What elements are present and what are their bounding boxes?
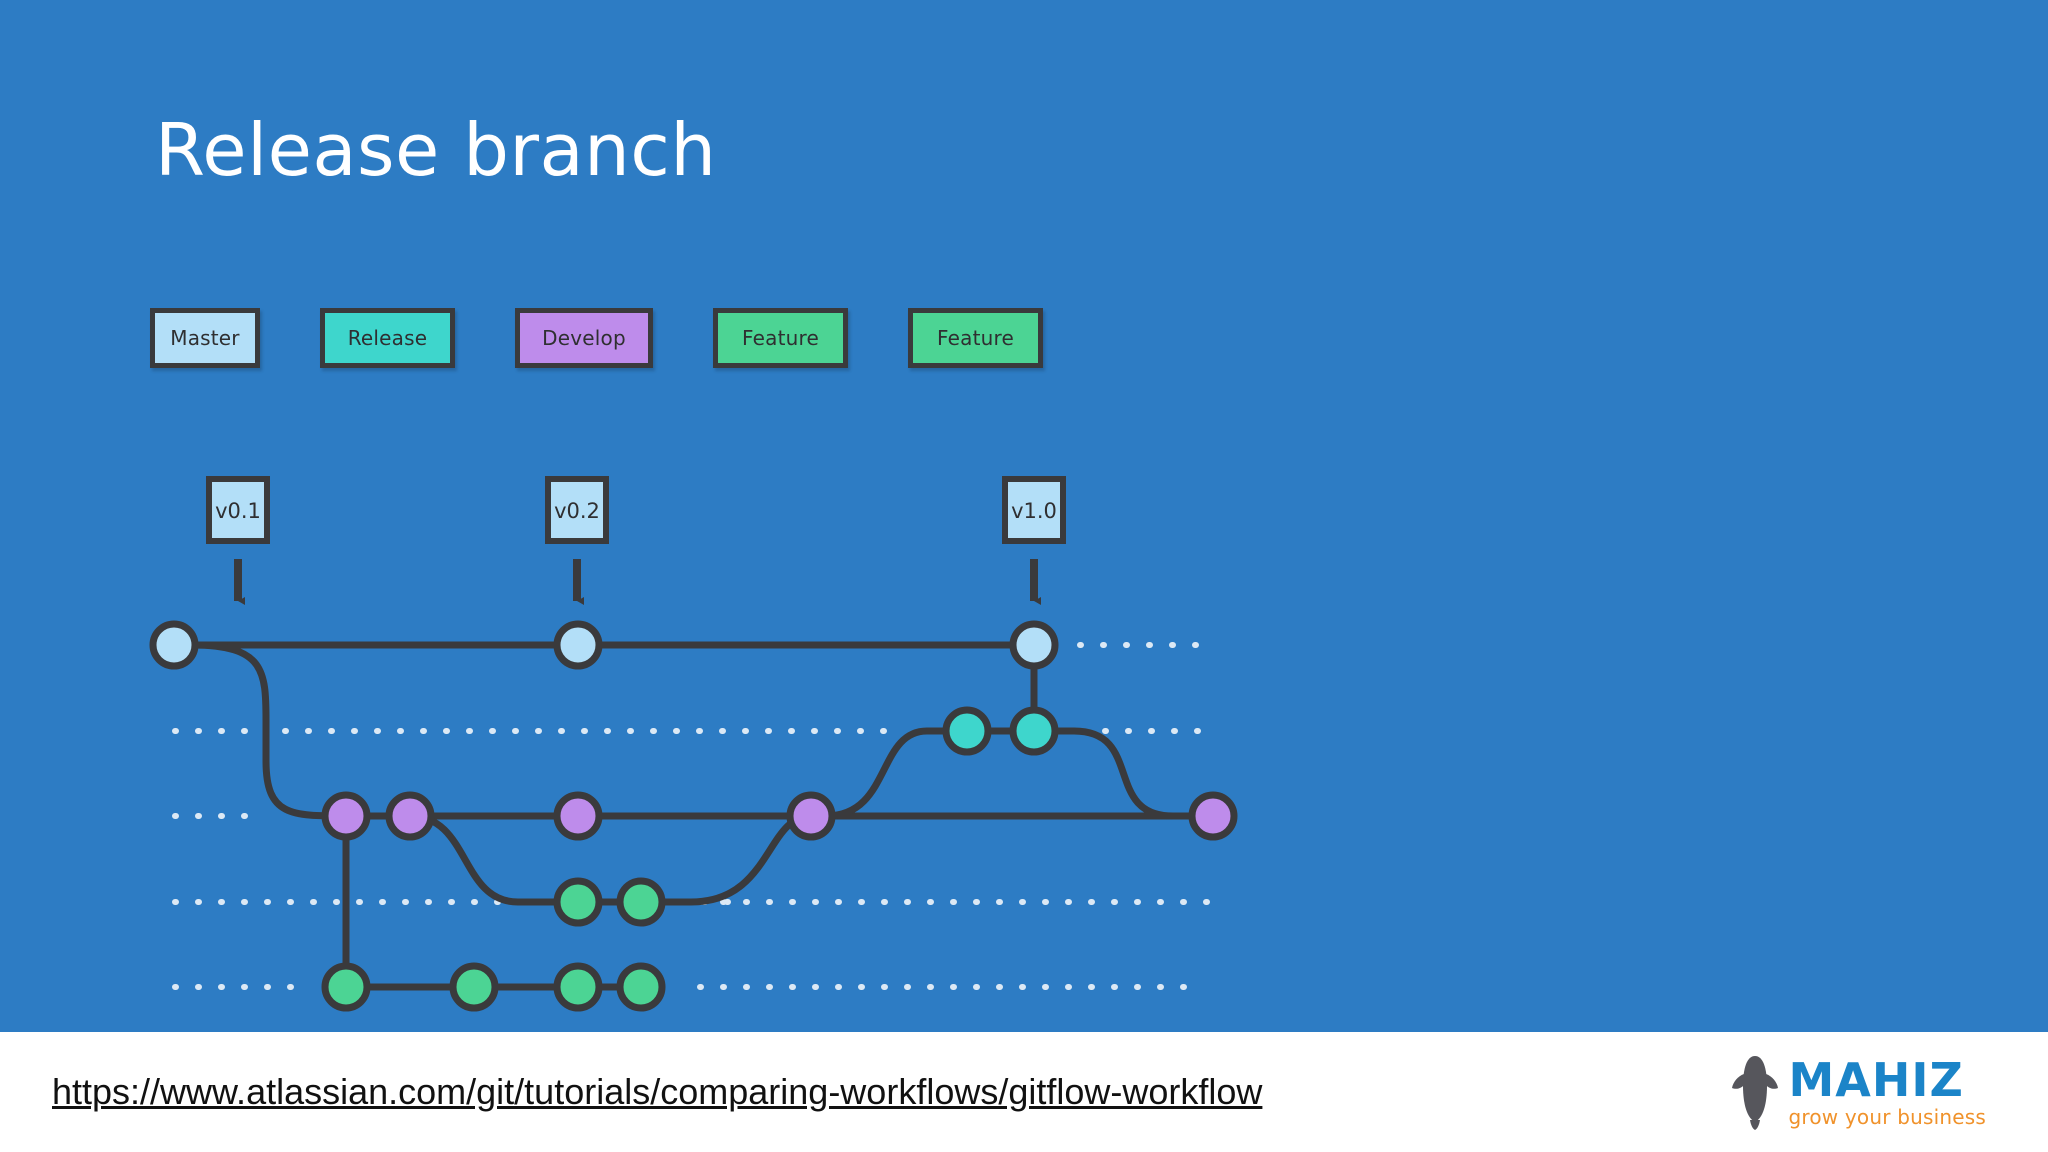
legend-box-feature-4: Feature	[908, 308, 1043, 368]
branch-legend: Master Release Develop Feature Feature	[150, 308, 1103, 368]
commit-node-feature2-2[interactable]	[553, 962, 603, 1012]
commit-node-develop-2[interactable]	[553, 791, 603, 841]
version-tag-box	[545, 476, 609, 544]
commit-node-feature1-1[interactable]	[616, 877, 666, 927]
commit-node-develop-0[interactable]	[321, 791, 371, 841]
legend-label: Feature	[937, 326, 1014, 350]
logo-name: MAHIZ	[1788, 1053, 1964, 1107]
legend-box-release-1: Release	[320, 308, 455, 368]
version-tag-v0.2: v0.2	[545, 476, 609, 605]
slide-footer: https://www.atlassian.com/git/tutorials/…	[0, 1032, 2048, 1152]
release-to-develop-merge	[1030, 727, 1217, 820]
legend-box-feature-3: Feature	[713, 308, 848, 368]
commit-node-master-2[interactable]	[1009, 620, 1059, 670]
commit-node-release-0[interactable]	[942, 706, 992, 756]
commit-node-develop-1[interactable]	[385, 791, 435, 841]
legend-box-master-0: Master	[150, 308, 260, 368]
logo-tagline: grow your business	[1788, 1105, 1986, 1129]
source-url-link[interactable]: https://www.atlassian.com/git/tutorials/…	[52, 1071, 1263, 1112]
version-tag-label: v0.2	[554, 499, 600, 523]
develop-to-feature1-branch	[406, 812, 582, 906]
feature1-to-develop-merge	[637, 812, 815, 906]
page-title: Release branch	[155, 108, 717, 192]
graph-commit-nodes	[149, 620, 1238, 1012]
commit-node-feature2-0[interactable]	[321, 962, 371, 1012]
commit-node-develop-4[interactable]	[1188, 791, 1238, 841]
commit-node-release-1[interactable]	[1009, 706, 1059, 756]
version-tag-label: v1.0	[1011, 499, 1057, 523]
commit-node-develop-3[interactable]	[786, 791, 836, 841]
legend-label: Feature	[742, 326, 819, 350]
commit-node-master-0[interactable]	[149, 620, 199, 670]
logo-wordmark: MAHIZ grow your business	[1788, 1057, 1986, 1127]
legend-box-develop-2: Develop	[515, 308, 653, 368]
commit-node-feature2-1[interactable]	[449, 962, 499, 1012]
develop-to-release-branch	[822, 727, 971, 820]
version-tag-box	[206, 476, 270, 544]
corn-logo-icon	[1732, 1056, 1779, 1130]
version-tag-v0.1: v0.1	[206, 476, 270, 605]
commit-node-feature1-0[interactable]	[553, 877, 603, 927]
commit-node-master-1[interactable]	[553, 620, 603, 670]
master-to-develop-branch	[188, 641, 350, 820]
mahiz-logo: MAHIZ grow your business	[1732, 1054, 1986, 1130]
legend-label: Develop	[542, 326, 626, 350]
version-tag-v1.0: v1.0	[1002, 476, 1066, 605]
version-tag-label: v0.1	[215, 499, 261, 523]
legend-label: Master	[170, 326, 240, 350]
legend-label: Release	[347, 326, 428, 350]
graph-tags: v0.1 v0.2 v1.0	[206, 476, 1066, 605]
gitflow-graph: v0.1 v0.2 v1.0	[149, 476, 1238, 1012]
version-tag-box	[1002, 476, 1066, 544]
commit-node-feature2-3[interactable]	[616, 962, 666, 1012]
graph-dotted-lines	[172, 642, 1218, 990]
